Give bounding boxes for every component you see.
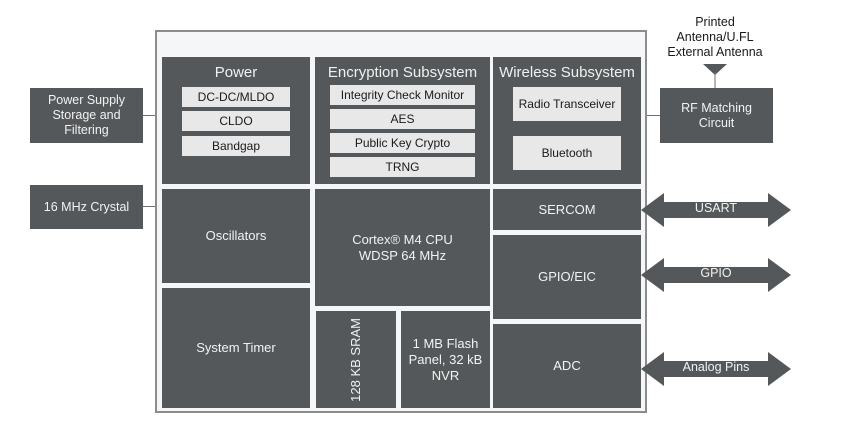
wireless-item-bluetooth: Bluetooth <box>513 136 621 170</box>
power-supply-block: Power Supply Storage and Filtering <box>30 88 143 143</box>
wireless-title: Wireless Subsystem <box>499 64 635 81</box>
power-block: Power DC-DC/MLDO CLDO Bandgap <box>162 57 310 184</box>
encryption-item-trng: TRNG <box>330 157 475 177</box>
encryption-item-aes: AES <box>330 109 475 129</box>
power-connector-line <box>143 115 163 116</box>
sram-label: 128 KB SRAM <box>348 317 363 402</box>
analog-arrow: Analog Pins <box>641 352 791 386</box>
adc-block: ADC <box>493 324 641 408</box>
power-item-bandgap: Bandgap <box>182 136 290 156</box>
cpu-block: Cortex® M4 CPU WDSP 64 MHz <box>315 189 490 306</box>
wireless-item-radio: Radio Transceiver <box>513 87 621 121</box>
crystal-block: 16 MHz Crystal <box>30 185 143 229</box>
power-item-cldo: CLDO <box>182 111 290 131</box>
antenna-icon <box>703 64 727 90</box>
sram-block: 128 KB SRAM <box>316 311 396 408</box>
crystal-connector-line <box>143 206 163 207</box>
rf-matching-block: RF Matching Circuit <box>660 88 773 143</box>
encryption-title: Encryption Subsystem <box>327 64 478 81</box>
encryption-item-pkc: Public Key Crypto <box>330 133 475 153</box>
double-arrow-icon <box>641 193 791 227</box>
system-timer-block: System Timer <box>162 288 310 408</box>
rf-connector-line <box>640 115 660 116</box>
gpio-arrow: GPIO <box>641 258 791 292</box>
power-title: Power <box>214 64 258 81</box>
encryption-item-icm: Integrity Check Monitor <box>330 85 475 105</box>
encryption-block: Encryption Subsystem Integrity Check Mon… <box>315 57 490 184</box>
sercom-block: SERCOM <box>493 189 641 230</box>
cpu-label-line2: WDSP 64 MHz <box>358 247 447 263</box>
power-item-dcdc: DC-DC/MLDO <box>182 87 290 107</box>
antenna-label: Printed Antenna/U.FL External Antenna <box>667 15 763 59</box>
gpio-eic-block: GPIO/EIC <box>493 235 641 319</box>
wireless-block: Wireless Subsystem Radio Transceiver Blu… <box>493 57 641 184</box>
double-arrow-icon <box>641 352 791 386</box>
analog-label: Analog Pins <box>682 360 750 374</box>
usart-label: USART <box>694 201 738 215</box>
double-arrow-icon <box>641 258 791 292</box>
flash-block: 1 MB Flash Panel, 32 kB NVR <box>401 311 490 408</box>
oscillators-block: Oscillators <box>162 189 310 283</box>
gpio-label: GPIO <box>700 266 732 280</box>
cpu-label-line1: Cortex® M4 CPU <box>352 231 453 247</box>
usart-arrow: USART <box>641 193 791 227</box>
